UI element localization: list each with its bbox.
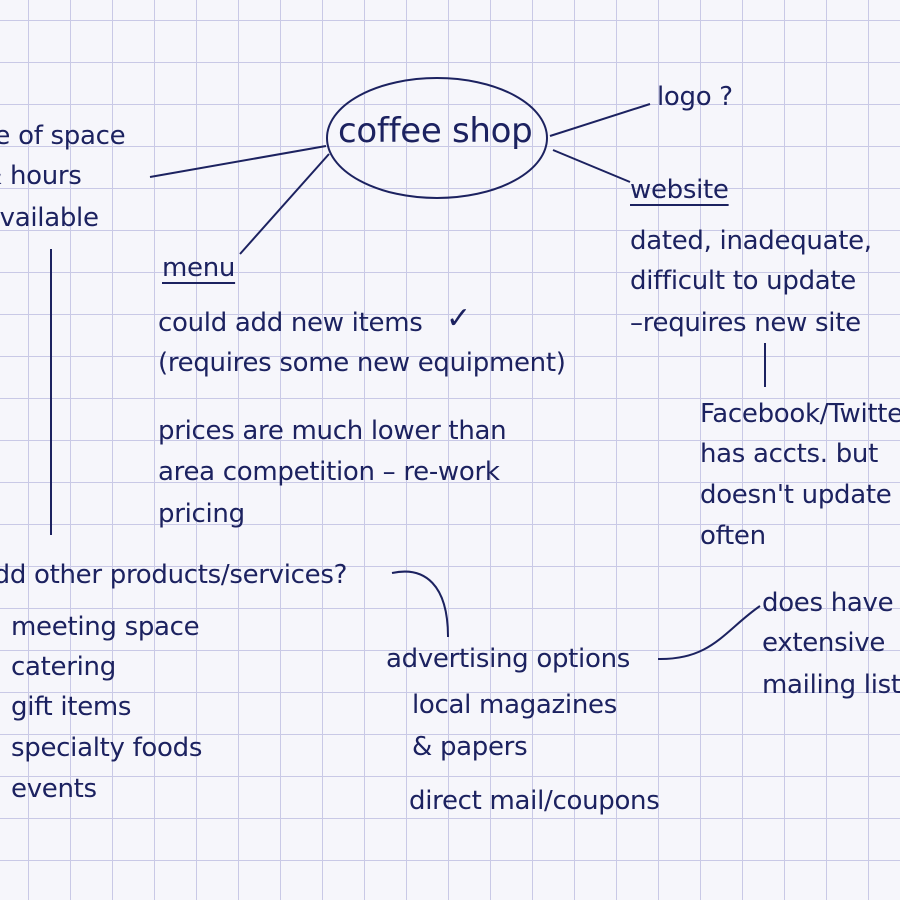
space-line-1: use of space bbox=[0, 121, 126, 151]
pricing-line-3: pricing bbox=[158, 499, 245, 529]
mailing-line-3: mailing list bbox=[762, 670, 900, 700]
space-line-2: & hours bbox=[0, 161, 82, 191]
logo-note: logo ? bbox=[657, 82, 733, 112]
website-note-1: dated, inadequate, bbox=[630, 226, 872, 256]
space-line-3: available bbox=[0, 203, 99, 233]
pricing-line-2: area competition – re-work bbox=[158, 457, 500, 487]
social-line-4: often bbox=[700, 521, 766, 551]
advertising-item: direct mail/coupons bbox=[409, 786, 660, 816]
social-line-2: has accts. but bbox=[700, 439, 878, 469]
center-ellipse bbox=[326, 77, 548, 199]
advertising-heading: advertising options bbox=[386, 644, 631, 674]
pricing-line-1: prices are much lower than bbox=[158, 416, 507, 446]
advertising-item: local magazines bbox=[412, 690, 617, 720]
line-to-space bbox=[149, 145, 327, 178]
social-line-3: doesn't update bbox=[700, 480, 892, 510]
mailing-line-1: does have bbox=[762, 588, 894, 618]
curve-products-to-advertising bbox=[391, 570, 449, 638]
product-item: catering bbox=[11, 652, 116, 682]
product-item: specialty foods bbox=[11, 733, 203, 763]
curve-advertising-to-mailing bbox=[657, 605, 761, 661]
menu-item-new-items: could add new items bbox=[158, 308, 423, 338]
product-item: meeting space bbox=[11, 612, 200, 642]
mailing-line-2: extensive bbox=[762, 628, 886, 658]
website-note-2: difficult to update bbox=[630, 266, 856, 296]
advertising-item: & papers bbox=[412, 732, 528, 762]
products-heading: add other products/services? bbox=[0, 560, 348, 590]
menu-item-equipment: (requires some new equipment) bbox=[158, 348, 566, 378]
center-node-label: coffee shop bbox=[338, 111, 533, 151]
menu-heading: menu bbox=[162, 253, 236, 283]
line-to-logo bbox=[549, 103, 651, 137]
checkmark-icon: ✓ bbox=[446, 301, 471, 336]
product-item: gift items bbox=[11, 692, 132, 722]
social-line-1: Facebook/Twitter bbox=[700, 399, 900, 429]
website-note-3: –requires new site bbox=[630, 308, 861, 338]
product-item: events bbox=[11, 774, 97, 804]
line-to-website bbox=[552, 149, 631, 183]
website-heading: website bbox=[630, 175, 729, 205]
line-to-menu bbox=[239, 153, 330, 255]
